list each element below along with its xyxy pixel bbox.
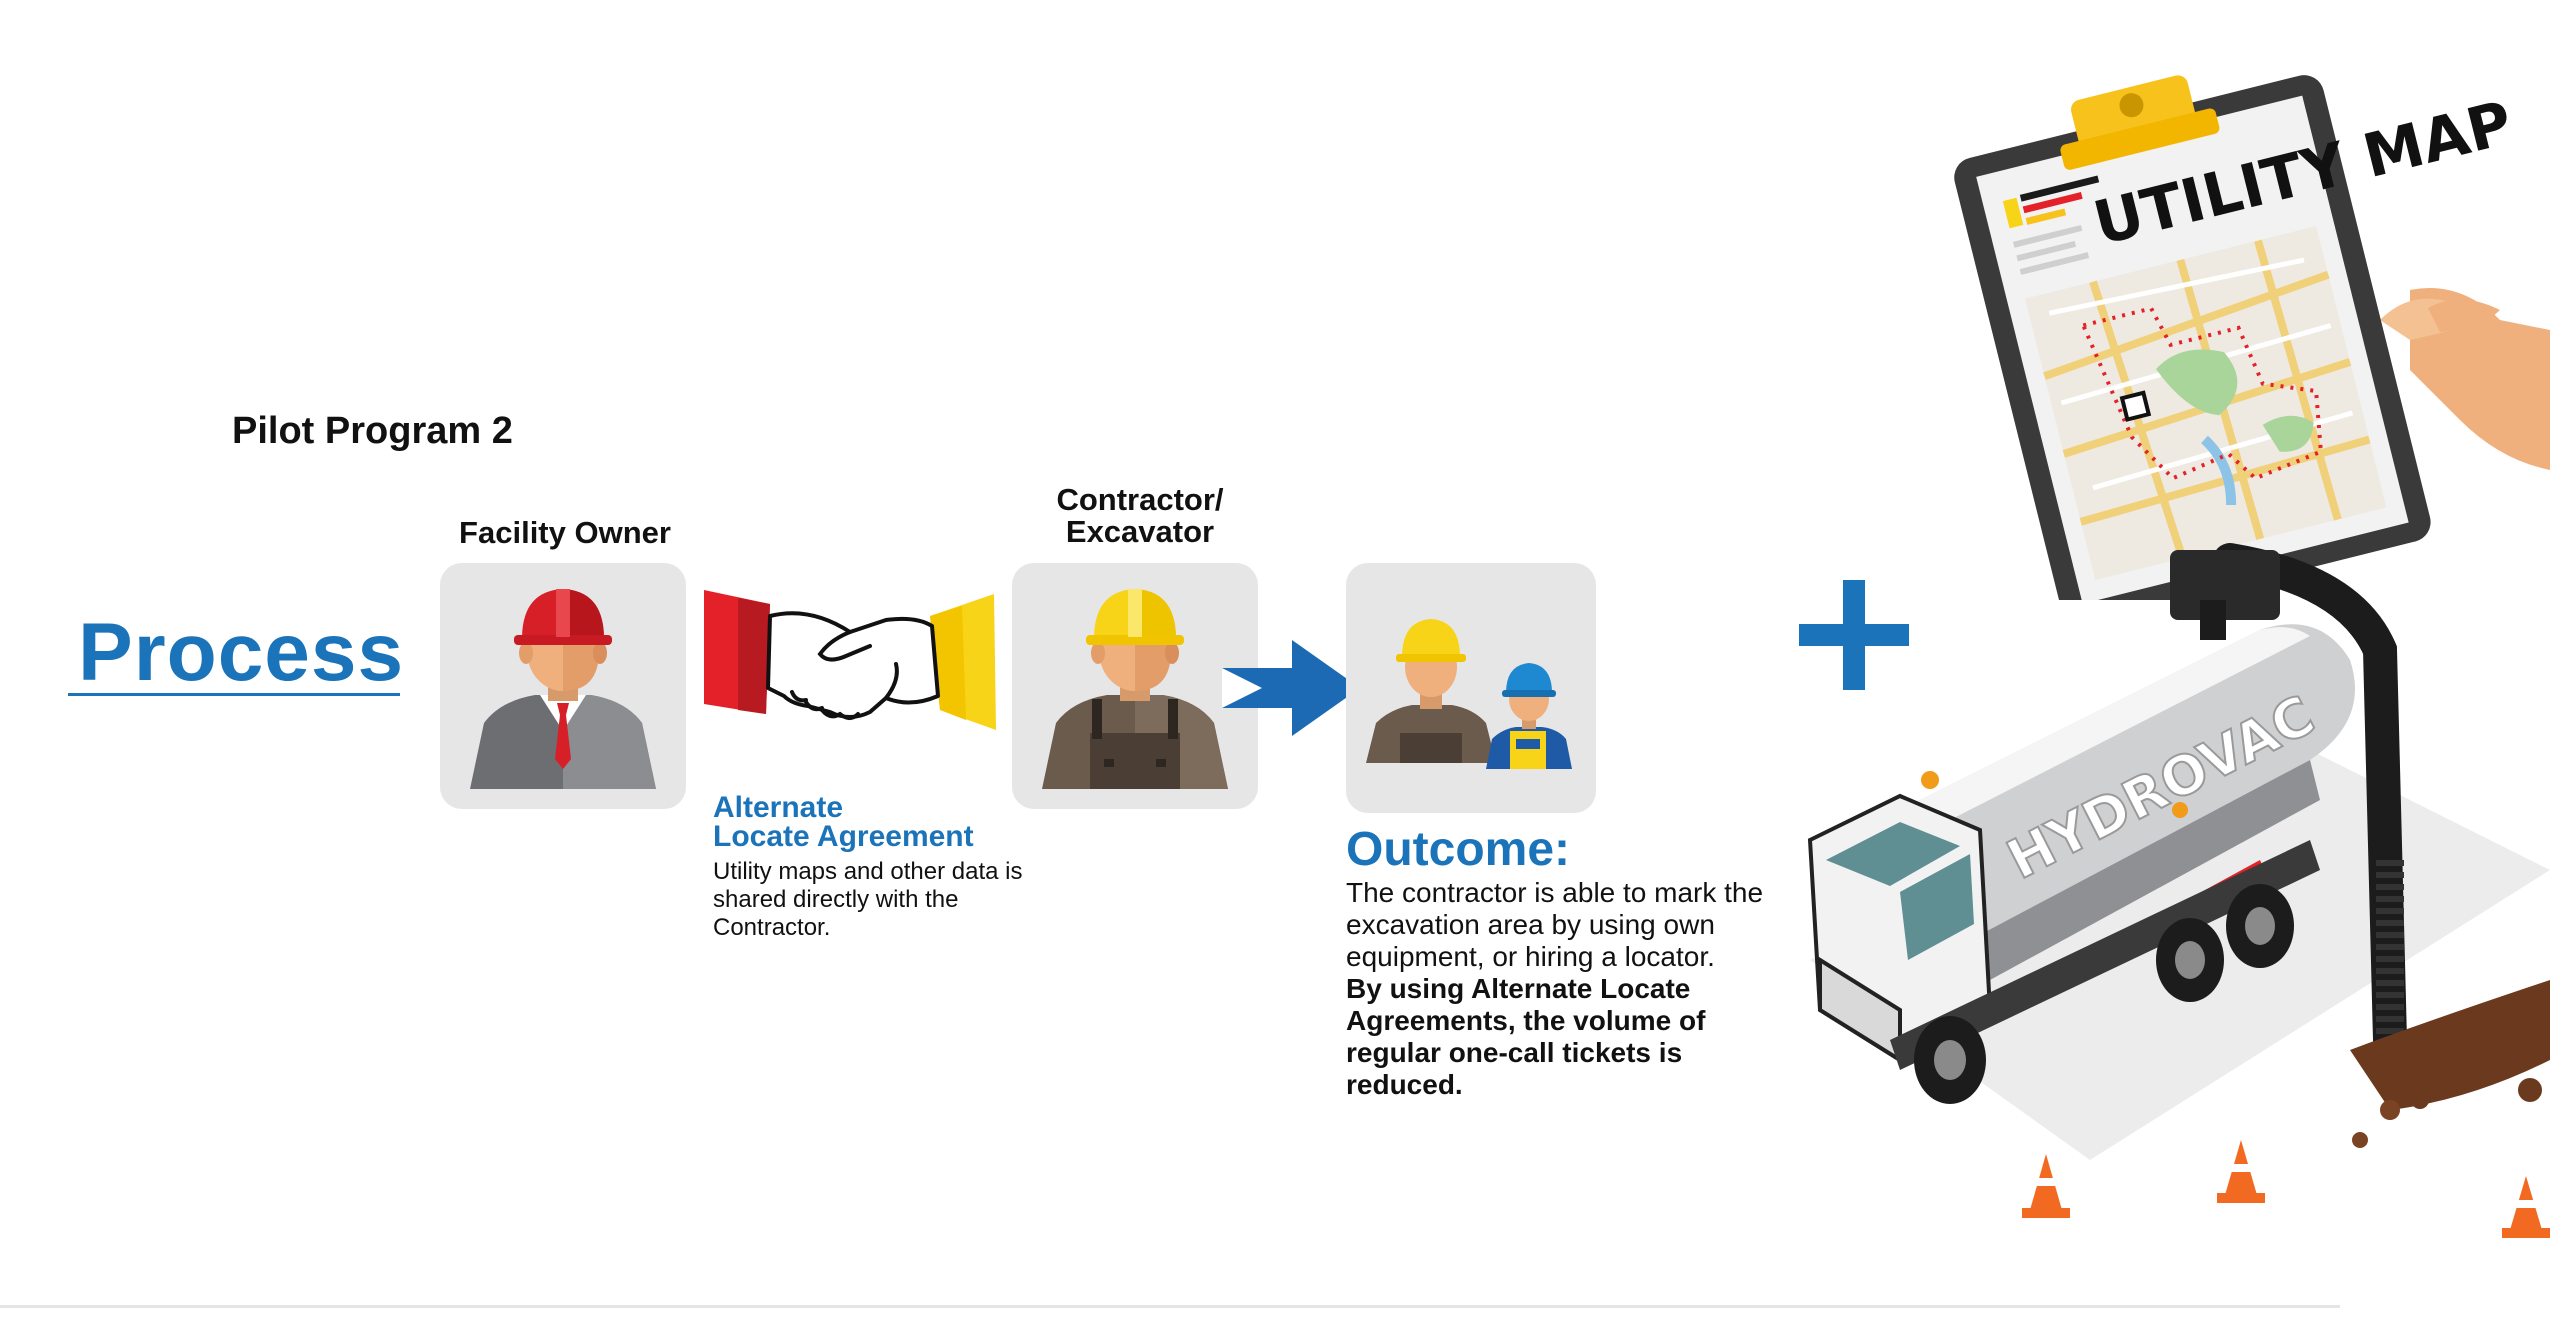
traffic-cone-icon-3 (2502, 1176, 2550, 1238)
alternate-title-line1: Alternate (713, 791, 844, 824)
alternate-title-line2: Locate Agreement (713, 820, 974, 853)
contractor-label: Contractor/ Excavator (1010, 484, 1270, 548)
contractor-icon (1042, 589, 1228, 789)
utility-map-clipboard: UTILITY MAP (1954, 75, 2550, 600)
workers-team-icon (1366, 619, 1572, 769)
outcome-bold-statement: By using Alternate Locate Agreements, th… (1346, 973, 1706, 1100)
facility-owner-label: Facility Owner (459, 515, 671, 550)
process-underline (68, 693, 400, 696)
outcome-title: Outcome: (1346, 823, 1571, 876)
process-heading: Process (78, 607, 405, 698)
traffic-cone-icon (2022, 1154, 2070, 1218)
arrow-right-icon (1222, 640, 1360, 736)
facility-owner-card (440, 563, 686, 809)
contractor-card (1012, 563, 1258, 809)
traffic-cone-icon-2 (2217, 1140, 2265, 1203)
facility-owner-icon (470, 589, 656, 789)
handshake-icon (704, 590, 996, 730)
contractor-label-line1: Contractor/ (1056, 482, 1224, 517)
pilot-program-title: Pilot Program 2 (232, 410, 513, 452)
plus-icon-horizontal (1799, 624, 1909, 646)
contractor-label-line2: Excavator (1065, 514, 1215, 549)
bottom-divider (0, 1305, 2340, 1308)
alternate-locate-title: Alternate Locate Agreement (713, 791, 974, 853)
alternate-locate-description: Utility maps and other data is shared di… (713, 858, 1023, 941)
outcome-description: The contractor is able to mark the excav… (1346, 877, 1764, 972)
hydrovac-truck-illustration: HYDROVAC (1807, 543, 2550, 1238)
outcome-card (1346, 563, 1596, 813)
